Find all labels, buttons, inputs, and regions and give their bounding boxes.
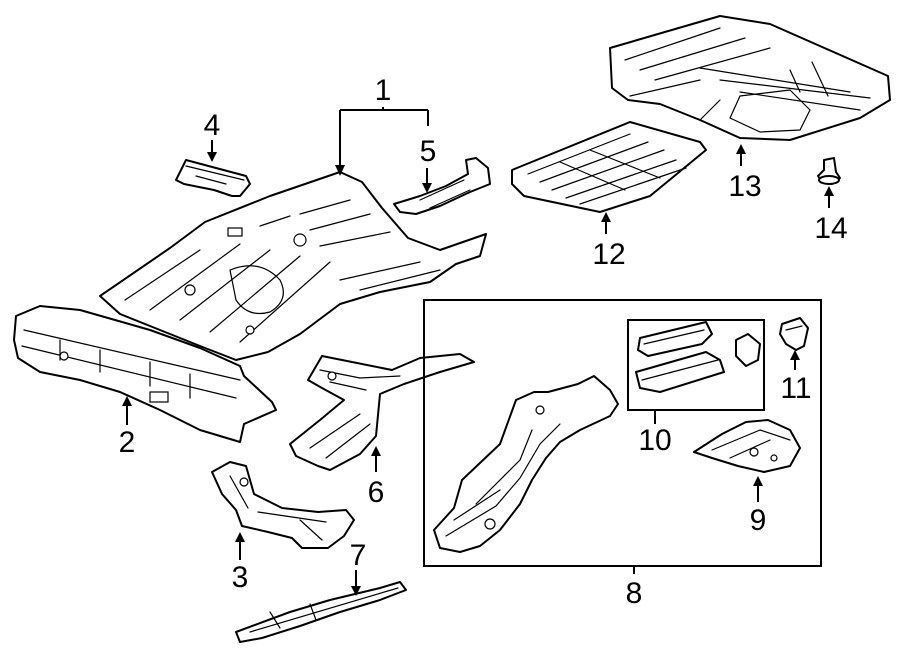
part-8-rear-rail-assembly[interactable] [433,375,619,553]
part-1-floor-pan[interactable] [99,171,487,361]
part-3-floor-bracket[interactable] [211,461,355,549]
assembly-10-frame [627,319,765,411]
part-7-side-rail[interactable] [235,581,407,643]
callout-14: 14 [814,212,847,245]
callout-6: 6 [368,476,385,509]
callout-11: 11 [780,372,811,405]
part-10-rail-reinforcements[interactable] [635,321,761,393]
callout-8: 8 [626,577,643,610]
leader-lines [122,107,834,596]
part-12-spare-tire-pan[interactable] [511,121,707,213]
part-4-reinforcement-bracket[interactable] [175,159,251,197]
callout-2: 2 [119,426,136,459]
part-9-rail-plate[interactable] [693,419,801,473]
callout-1: 1 [375,74,392,107]
callout-10: 10 [638,424,671,457]
part-6-rail-extension[interactable] [289,353,475,471]
part-13-rear-floor-pan[interactable] [609,15,891,141]
assembly-8-frame [423,299,822,567]
callout-5: 5 [420,135,437,168]
callout-3: 3 [232,561,249,594]
callout-12: 12 [592,238,625,271]
callout-4: 4 [204,109,221,142]
callout-13: 13 [728,170,761,203]
part-5-side-bracket[interactable] [393,157,491,215]
part-14-clip[interactable] [817,157,841,185]
callout-7: 7 [350,539,367,572]
callout-9: 9 [750,504,767,537]
part-11-small-bracket[interactable] [779,317,809,351]
part-2-rear-crossmember[interactable] [13,305,277,443]
